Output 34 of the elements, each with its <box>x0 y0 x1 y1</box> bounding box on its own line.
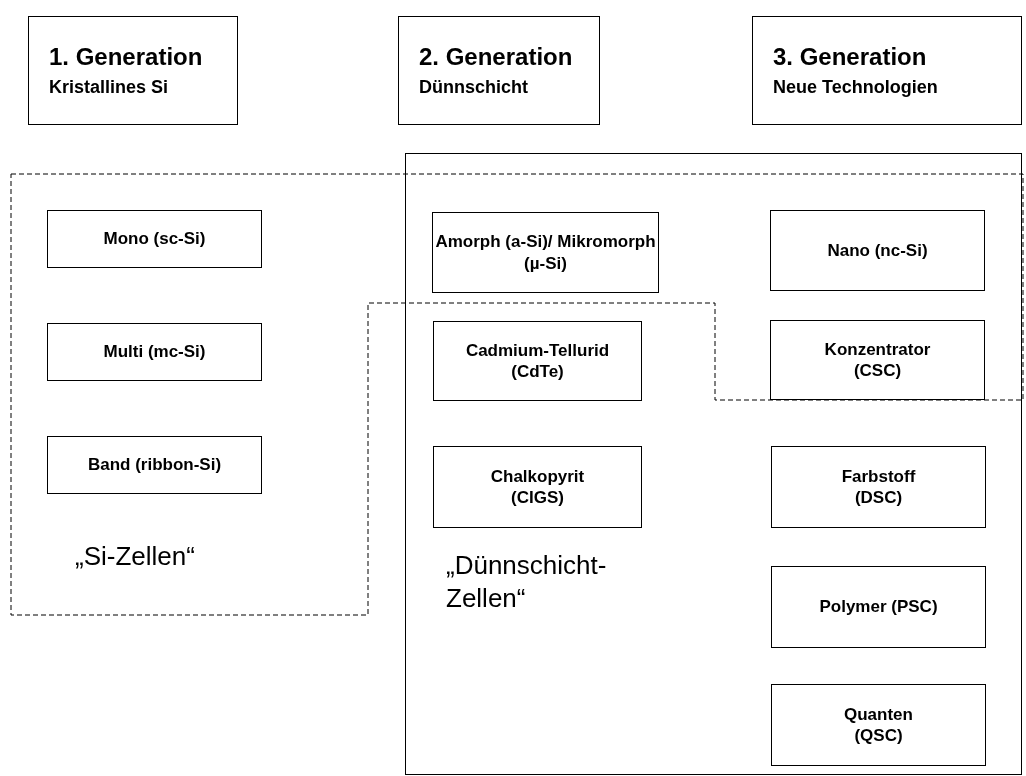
generation-subtitle: Dünnschicht <box>419 76 529 99</box>
generation-header-box <box>28 16 238 125</box>
cell-type-box <box>770 210 985 291</box>
generation-header-box <box>398 16 600 125</box>
cell-type-label: Chalkopyrit (CIGS) <box>489 465 586 509</box>
cell-type-label: Farbstoff (DSC) <box>840 465 917 509</box>
cell-type-box <box>770 320 985 400</box>
cell-type-label: Band (ribbon-Si) <box>87 454 222 476</box>
cell-type-label: Quanten (QSC) <box>843 703 914 747</box>
generation-header-box <box>752 16 1022 125</box>
group-label: „Si-Zellen“ <box>75 540 195 573</box>
cell-type-label: Nano (nc-Si) <box>827 239 928 262</box>
cell-type-label: Amorph (a-Si)/ Mikromorph (µ-Si) <box>434 231 657 274</box>
cell-type-box <box>771 566 986 648</box>
generation-subtitle: Neue Technologien <box>773 76 939 99</box>
cell-type-label: Mono (sc-Si) <box>103 228 206 250</box>
cell-type-box <box>771 684 986 766</box>
generation-title: 1. Generation <box>49 42 204 73</box>
cell-type-label: Multi (mc-Si) <box>103 341 206 363</box>
cell-type-box <box>433 446 642 528</box>
cell-type-box <box>432 212 659 293</box>
cell-type-label: Polymer (PSC) <box>819 596 938 618</box>
cell-type-label: Cadmium-Tellurid (CdTe) <box>464 339 611 383</box>
group-frame <box>405 153 1022 775</box>
cell-type-box <box>433 321 642 401</box>
generation-title: 2. Generation <box>419 42 574 73</box>
cell-type-box <box>47 436 262 494</box>
cell-type-box <box>47 323 262 381</box>
cell-type-box <box>771 446 986 528</box>
group-label: „Dünnschicht-Zellen“ <box>446 549 608 614</box>
cell-type-box <box>47 210 262 268</box>
generation-title: 3. Generation <box>773 42 928 73</box>
generation-subtitle: Kristallines Si <box>49 76 170 99</box>
cell-type-label: Konzentrator (CSC) <box>823 338 932 382</box>
